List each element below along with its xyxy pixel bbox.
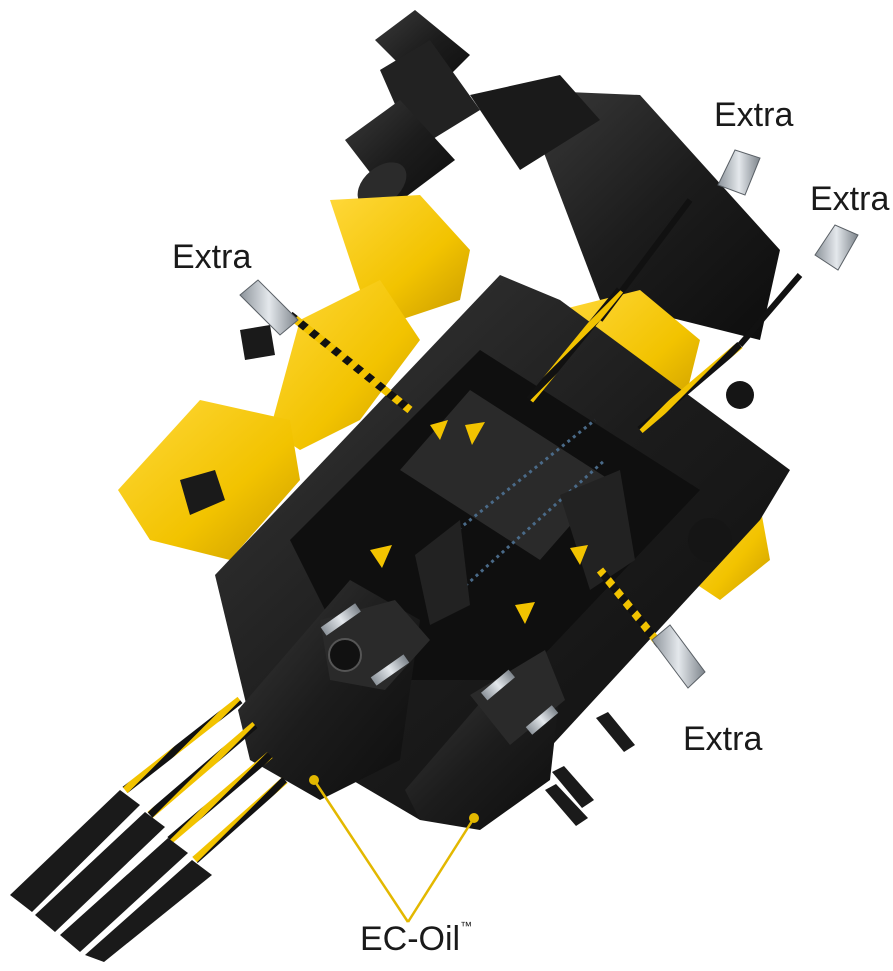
label-extra-bottom-right: Extra: [683, 720, 763, 758]
trademark-mark: ™: [460, 919, 473, 933]
fitting-extra-bottom-right: [651, 624, 706, 689]
yellow-tilt-arm: [118, 195, 470, 560]
label-extra-top-center: Extra: [714, 96, 794, 134]
upper-housing: [470, 75, 780, 340]
ec-oil-text: EC-Oil: [360, 920, 461, 958]
label-extra-top-right: Extra: [810, 180, 890, 218]
fitting-extra-top-right: [814, 224, 859, 271]
extra-hose-top-center: [526, 198, 693, 403]
hose-end-fittings: [10, 790, 212, 962]
extra-hose-bottom-right: [596, 567, 664, 648]
ec-oil-coupler-left: [238, 580, 430, 800]
loose-bolts: [545, 712, 635, 826]
extra-hose-left: [287, 311, 413, 414]
extra-hose-top-right: [637, 273, 803, 434]
label-ec-oil: EC-Oil™: [360, 919, 473, 958]
fitting-extra-left: [239, 279, 299, 336]
ec-oil-coupler-right: [405, 650, 565, 830]
fitting-extra-top-center: [717, 149, 761, 196]
hydraulic-cylinder: [345, 10, 480, 208]
flow-arrows: [370, 420, 588, 624]
ec-oil-leader-lines: [309, 775, 479, 923]
label-extra-left: Extra: [172, 238, 252, 276]
oil-hoses-bottom-left: [122, 696, 288, 863]
